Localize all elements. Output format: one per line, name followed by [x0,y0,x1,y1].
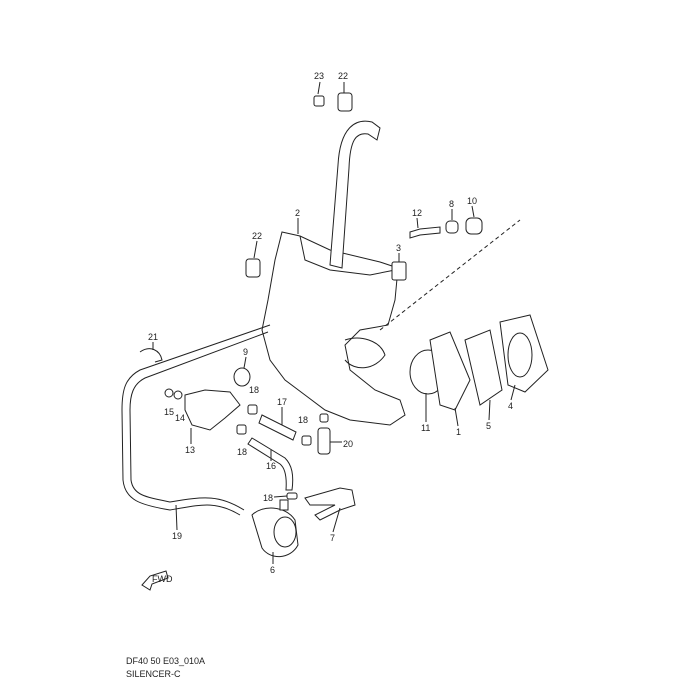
bolt-23 [313,95,325,107]
washer-15 [164,388,174,398]
part-label: 18 [298,415,308,425]
clamp-18 [301,435,312,446]
part-label: 11 [421,423,430,433]
clamp-18 [236,424,247,435]
clamp-22-left [245,258,261,278]
grommet-10 [465,217,483,235]
part-label: 14 [175,413,185,423]
part-label: 3 [396,243,401,253]
gasket-5 [464,329,503,406]
clamp-22-top [337,92,353,112]
part-label: 17 [277,397,287,407]
part-label: 18 [249,385,259,395]
washer-8 [445,220,459,234]
part-label: 22 [338,71,348,81]
part-label: 10 [467,196,477,206]
bracket-7 [304,487,356,521]
nut-14 [173,390,183,400]
part-label: 19 [172,531,182,541]
hose-16 [247,437,294,491]
part-label: 18 [263,493,273,503]
part-label: 23 [314,71,324,81]
part-label: 5 [486,421,491,431]
screen-1 [429,331,471,411]
flange-4 [499,314,549,393]
part-label: 6 [270,565,275,575]
clamp-18 [247,404,258,415]
grommet-9 [233,367,251,387]
part-label: 16 [266,461,276,471]
diagram-code: DF40 50 E03_010A [126,656,206,666]
part-label: 18 [237,447,247,457]
filter-6 [251,507,299,558]
part-label: 20 [343,439,353,449]
clamp-18 [286,492,298,500]
part-label: 12 [412,208,422,218]
part-label: 21 [148,332,158,342]
breather-hose-top [329,120,381,269]
clip-21 [139,348,163,363]
bracket-3 [391,261,407,281]
hose-19 [121,324,271,516]
valve-13 [184,389,241,431]
part-labels: 23 22 2 22 12 8 10 3 21 9 18 17 15 14 13… [148,71,513,575]
forward-arrow-icon: FWD [141,570,173,591]
part-label: 4 [508,401,513,411]
hose-17 [258,414,297,441]
part-label: 1 [456,427,461,437]
part-label: 8 [449,199,454,209]
diagram-title: SILENCER-C [126,669,181,679]
bolt-12 [409,226,441,239]
forward-label: FWD [152,574,173,584]
part-label: 13 [185,445,195,455]
part-label: 7 [330,533,335,543]
part-label: 2 [295,208,300,218]
part-label: 9 [243,347,248,357]
part-label: 22 [252,231,262,241]
tube-20 [317,427,331,455]
part-label: 15 [164,407,174,417]
